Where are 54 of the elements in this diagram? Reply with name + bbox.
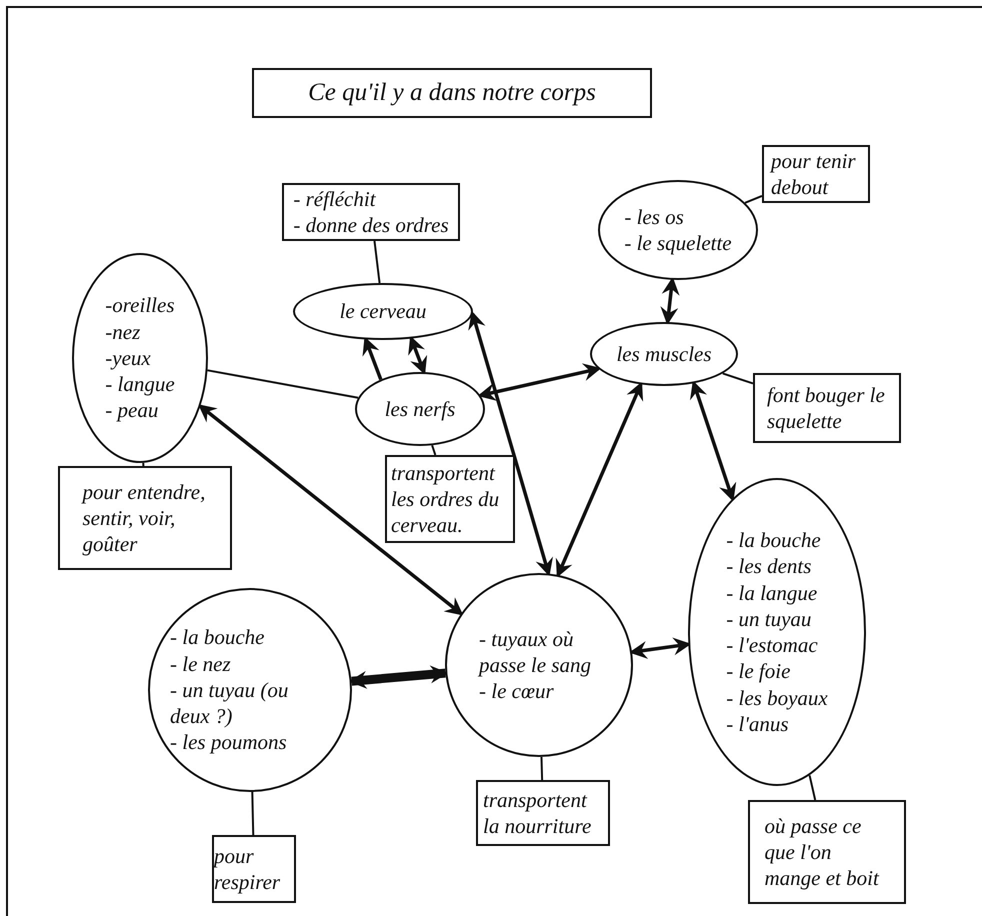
node-text: -oreilles (105, 292, 175, 319)
note-box (753, 373, 901, 443)
node-text: font bouger le squelette (767, 382, 886, 434)
node-text: où passe ce que l'on mange et boit (764, 812, 880, 892)
note-box (385, 455, 515, 543)
node-text: - la bouche (726, 527, 821, 554)
connector-line (207, 369, 358, 399)
node-text: pour entendre, sentir, voir, goûter (82, 478, 206, 558)
double-arrow (198, 404, 464, 616)
note-box (748, 800, 906, 904)
node-text: transportent la nourriture (483, 786, 592, 840)
connector-line (251, 792, 254, 836)
node-text: - le cœur (479, 678, 554, 704)
node-text: - les poumons (170, 729, 287, 756)
node-text: - le nez (170, 650, 231, 677)
connector-line (374, 240, 381, 284)
node-text: - un tuyau (ou deux ?) (170, 676, 290, 730)
note-box (212, 835, 296, 903)
title-box: Ce qu'il y a dans notre corps (252, 68, 652, 118)
node-text: pour tenir debout (771, 148, 857, 200)
note-box (282, 183, 460, 241)
node-text: - les os (624, 204, 684, 230)
node-text: - peau (105, 397, 158, 424)
node-text: - tuyaux où passe le sang (479, 626, 592, 678)
node-text: - l'anus (726, 710, 789, 737)
node-text: - les boyaux (726, 684, 828, 711)
node-text: -yeux (105, 344, 151, 372)
node-text: - réfléchit (293, 186, 376, 212)
node-text: - la langue (726, 580, 818, 606)
node-text: - le foie (726, 658, 790, 684)
node-text: les nerfs (384, 396, 456, 422)
node-text: - la bouche (170, 624, 264, 651)
note-box (476, 780, 610, 846)
node-text: -nez (105, 318, 140, 345)
node-text: - langue (105, 371, 175, 398)
double-arrow (348, 665, 448, 689)
connector-line (744, 194, 762, 204)
node-text: transportent les ordres du cerveau. (391, 460, 500, 538)
node-text: pour respirer (214, 842, 282, 896)
connector-line (722, 372, 754, 384)
connector-line (431, 445, 436, 456)
node-text: - un tuyau (726, 606, 812, 632)
node-text: - l'estomac (726, 632, 818, 658)
node-text: le cerveau (340, 298, 426, 325)
node-text: les muscles (616, 340, 712, 368)
connector-line (142, 462, 144, 466)
node-text: - le squelette (624, 230, 732, 256)
connector-line (808, 775, 816, 800)
double-arrow (468, 310, 553, 576)
note-box (58, 466, 232, 570)
note-box (762, 145, 870, 203)
node-text: - donne des ordres (293, 212, 449, 238)
connector-line (540, 756, 544, 780)
node-text: - les dents (726, 553, 812, 580)
